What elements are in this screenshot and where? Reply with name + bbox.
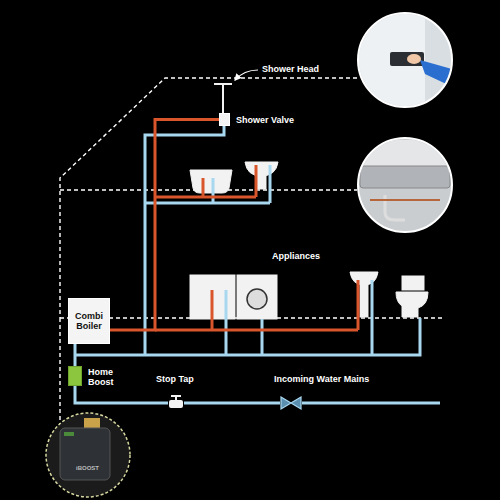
water-pipe <box>75 386 168 403</box>
node-label: Home Boost <box>88 367 122 387</box>
node-label: Combi Boiler <box>69 299 109 343</box>
cold-pipe <box>75 318 420 355</box>
cistern <box>402 276 424 290</box>
cold-pipe <box>302 402 440 405</box>
boiler-case <box>355 10 425 110</box>
washing-machine <box>237 275 277 319</box>
callout-line <box>59 318 60 428</box>
roof-line <box>60 78 357 318</box>
product-mark: iBOOST <box>76 463 99 473</box>
cold-pipe <box>145 165 270 203</box>
shower-head <box>214 84 232 113</box>
bath <box>190 170 232 193</box>
valve-symbol <box>281 397 301 409</box>
stop-tap-outline <box>168 396 184 410</box>
boost-box: Home Boost <box>68 366 82 386</box>
water-pipe <box>110 120 219 331</box>
photo-circle <box>46 413 130 497</box>
basin <box>350 272 378 285</box>
sink-bowl <box>360 166 450 188</box>
boiler-box: Combi Boiler <box>68 298 110 344</box>
photo-clip <box>60 418 110 480</box>
node-label: Shower Valve <box>236 115 316 125</box>
node-label: Stop Tap <box>156 374 226 384</box>
hot-pipe <box>155 280 358 330</box>
pedestal <box>360 284 368 317</box>
copper-pipe <box>370 199 440 201</box>
pump-body <box>60 428 110 480</box>
part-label: Shower Head <box>262 64 319 74</box>
brass-fitting <box>84 418 100 428</box>
cold-pipe <box>226 280 372 355</box>
stop-tap: Stop Tap <box>168 396 184 410</box>
basin <box>245 162 278 176</box>
boiler-photo <box>355 10 455 110</box>
photo-clip <box>355 10 455 110</box>
house-outline <box>60 78 445 428</box>
part-label: Appliances <box>272 251 320 261</box>
machine-door <box>247 289 267 309</box>
valve-box: Shower Valve <box>219 113 230 126</box>
leader-arrow <box>235 70 258 80</box>
trap-pipe <box>385 195 405 220</box>
pipes <box>75 126 440 403</box>
valve-body <box>169 400 183 408</box>
mains-valve: Incoming Water Mains <box>280 396 302 410</box>
toilet <box>396 292 428 317</box>
mains-valve-outline <box>280 396 302 410</box>
photo-clip <box>355 140 455 220</box>
sleeve <box>420 60 455 88</box>
water-pipe <box>184 402 280 405</box>
hand <box>407 54 421 64</box>
water-pipe <box>74 344 77 366</box>
device-photo <box>46 413 130 497</box>
control-panel <box>390 52 424 66</box>
hot-pipe <box>155 165 256 197</box>
sink-photo <box>355 138 455 232</box>
valve-handle <box>171 396 181 400</box>
node-label: Incoming Water Mains <box>274 374 404 384</box>
pedestal <box>257 175 266 189</box>
logo-mark <box>64 432 74 436</box>
